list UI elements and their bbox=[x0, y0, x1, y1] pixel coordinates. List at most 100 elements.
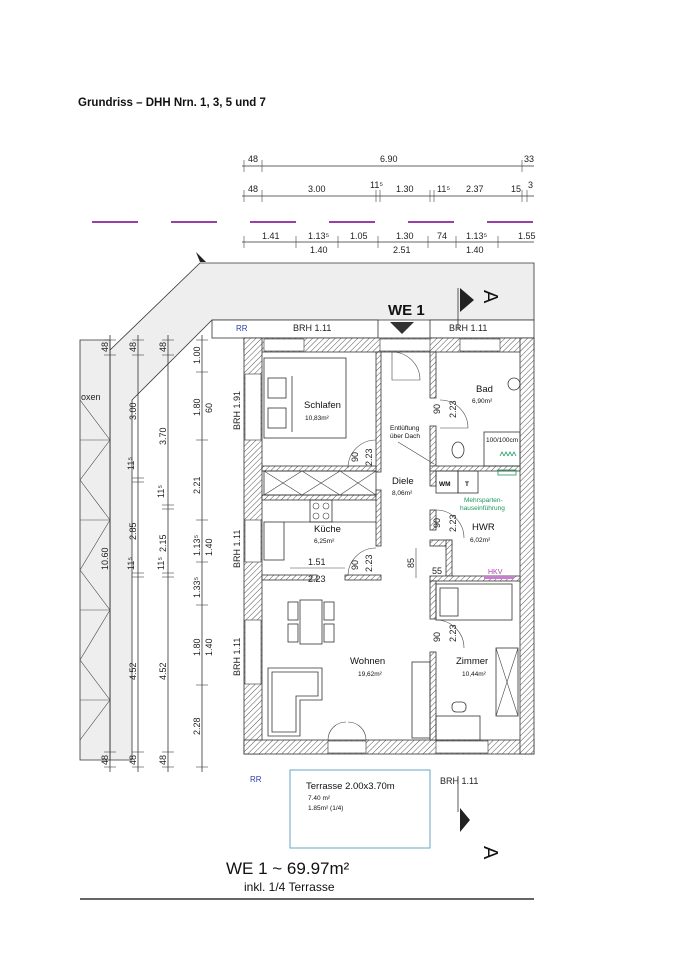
dim-text: 48 bbox=[100, 342, 110, 352]
dryer-icon bbox=[457, 470, 479, 494]
dim-text: 1.55 bbox=[518, 231, 536, 241]
dim-text: 4.52 bbox=[158, 662, 168, 680]
utility-label: Mehrsparten- bbox=[464, 497, 503, 504]
dim-text: 1.40 bbox=[466, 245, 484, 255]
dim-text: 55 bbox=[432, 566, 442, 576]
dim-text: 48 bbox=[128, 755, 138, 765]
door-icon bbox=[347, 439, 377, 469]
brh-left-1: BRH 1.91 bbox=[232, 391, 242, 430]
dim-text: 1.00 bbox=[192, 346, 202, 364]
dim-text: 90 bbox=[350, 560, 360, 570]
dim-text: 48 bbox=[248, 184, 258, 194]
washbasin-icon bbox=[507, 377, 521, 391]
dim-text: 1.30 bbox=[396, 231, 414, 241]
entrance-marker-icon bbox=[390, 322, 414, 334]
room-area: 19,62m² bbox=[358, 671, 383, 678]
dim-text: 10.60 bbox=[100, 547, 110, 570]
dim-text: 90 bbox=[350, 452, 360, 462]
col2-labels: 48 3.00 11⁵ 2.85 11⁵ 4.52 48 bbox=[126, 342, 138, 765]
dim-text: 4.52 bbox=[128, 662, 138, 680]
room-name: Diele bbox=[392, 476, 414, 487]
dim-text: 2.23 bbox=[364, 554, 374, 572]
rr-label-bottom: RR bbox=[250, 775, 262, 784]
terrace-quarter: 1.85m² (1/4) bbox=[308, 805, 343, 812]
wardrobe-icon bbox=[263, 470, 377, 496]
dim-text: 1.80 bbox=[192, 398, 202, 416]
room-area: 10,83m² bbox=[305, 415, 330, 422]
page-title: Grundriss – DHH Nrn. 1, 3, 5 und 7 bbox=[78, 97, 266, 109]
dim-text: 1.13⁵ bbox=[308, 231, 330, 241]
desk-icon bbox=[435, 715, 481, 741]
col4-labels: 1.00 1.80 2.21 1.13⁵ 1.33⁵ 1.80 2.28 60 … bbox=[192, 346, 214, 735]
dim-top-33: 33 bbox=[524, 154, 534, 164]
dim-text: 3.00 bbox=[128, 402, 138, 420]
room-name: Schlafen bbox=[304, 400, 341, 411]
brh-left-3: BRH 1.11 bbox=[232, 638, 242, 676]
brh-top-left: BRH 1.11 bbox=[293, 323, 331, 333]
stove-icon bbox=[309, 499, 333, 523]
toilet-icon bbox=[451, 441, 465, 459]
dining-table-icon bbox=[299, 599, 323, 645]
dim-text: 11⁵ bbox=[156, 557, 166, 570]
utility-label: hauseinführung bbox=[460, 505, 505, 512]
wardrobe-zimmer-icon bbox=[495, 647, 519, 717]
terrace-door-icon bbox=[327, 721, 367, 741]
dim-text: 90 bbox=[432, 404, 442, 414]
room-area: 6,90m² bbox=[472, 398, 493, 405]
dim-text: 11⁵ bbox=[437, 184, 450, 194]
door-icon bbox=[439, 399, 469, 429]
section-arrow-icon bbox=[460, 808, 470, 832]
dim-text: 2.37 bbox=[466, 184, 484, 194]
dim-text: 11⁵ bbox=[156, 485, 166, 498]
dim-text: 60 bbox=[204, 403, 214, 413]
shower-icon bbox=[483, 431, 521, 467]
top-dimensions: 48 6.90 33 48 3.00 11⁵ 1.30 11⁵ 2.37 15 … bbox=[242, 154, 536, 255]
furniture bbox=[263, 351, 521, 741]
dim-text: 2.15 bbox=[158, 534, 168, 552]
dim-text: 48 bbox=[128, 342, 138, 352]
inner-dimensions: 90 2.23 90 2.23 90 2.23 90 2.23 90 2.23 … bbox=[290, 400, 458, 642]
section-marker-top: A bbox=[457, 288, 501, 330]
dim-text: 90 bbox=[432, 632, 442, 642]
dim-text: 1.13⁵ bbox=[466, 231, 488, 241]
rr-label-top: RR bbox=[236, 324, 248, 333]
door-icon bbox=[391, 351, 421, 381]
room-area: 6,02m² bbox=[470, 537, 491, 544]
room-name: Küche bbox=[314, 524, 341, 535]
unit-label: WE 1 bbox=[388, 302, 425, 319]
col1-labels: 48 10.60 48 bbox=[100, 342, 110, 765]
total-area: WE 1 ~ 69.97m² bbox=[226, 859, 350, 878]
door-icon bbox=[347, 547, 377, 577]
dim-text: 11⁵ bbox=[126, 457, 136, 470]
terrace-area: 7.40 m² bbox=[308, 795, 331, 802]
terrace-title: Terrasse 2.00x3.70m bbox=[306, 781, 395, 792]
total-note: inkl. 1/4 Terrasse bbox=[244, 880, 335, 894]
t-label: T bbox=[465, 481, 469, 488]
room-name: Zimmer bbox=[456, 656, 488, 667]
dim-text: 2.21 bbox=[192, 476, 202, 494]
door-icon bbox=[435, 509, 465, 539]
sink-icon bbox=[263, 521, 285, 561]
dim-text: 1.30 bbox=[396, 184, 414, 194]
dim-text: 2.23 bbox=[448, 514, 458, 532]
dim-text: 2.28 bbox=[192, 717, 202, 735]
dim-text: 15 bbox=[511, 184, 521, 194]
dim-text: 3 bbox=[528, 180, 533, 190]
bed-zimmer-icon bbox=[435, 583, 513, 621]
col3-labels: 48 3.70 11⁵ 2.15 11⁵ 4.52 48 bbox=[156, 342, 168, 765]
brh-top-right: BRH 1.11 bbox=[449, 323, 487, 333]
section-arrow-icon bbox=[460, 288, 474, 312]
dim-text: 1.41 bbox=[262, 231, 280, 241]
dim-text: 48 bbox=[100, 755, 110, 765]
section-label: A bbox=[479, 290, 501, 304]
room-area: 8,06m² bbox=[392, 490, 413, 497]
terrace: Terrasse 2.00x3.70m 7.40 m² 1.85m² (1/4) bbox=[289, 769, 431, 849]
brh-left-2: BRH 1.11 bbox=[232, 530, 242, 568]
boxen-label: oxen bbox=[81, 392, 101, 402]
room-name: Bad bbox=[476, 384, 493, 395]
left-dimensions: 48 10.60 48 48 3.00 11⁵ 2.85 11⁵ 4.52 48… bbox=[100, 335, 214, 772]
dim-text: 2.51 bbox=[393, 245, 411, 255]
dim-text: 2.23 bbox=[308, 574, 326, 584]
section-label: A bbox=[479, 846, 501, 860]
annotations: Entlüftung über Dach 100/100cm WM T Mehr… bbox=[390, 425, 518, 579]
